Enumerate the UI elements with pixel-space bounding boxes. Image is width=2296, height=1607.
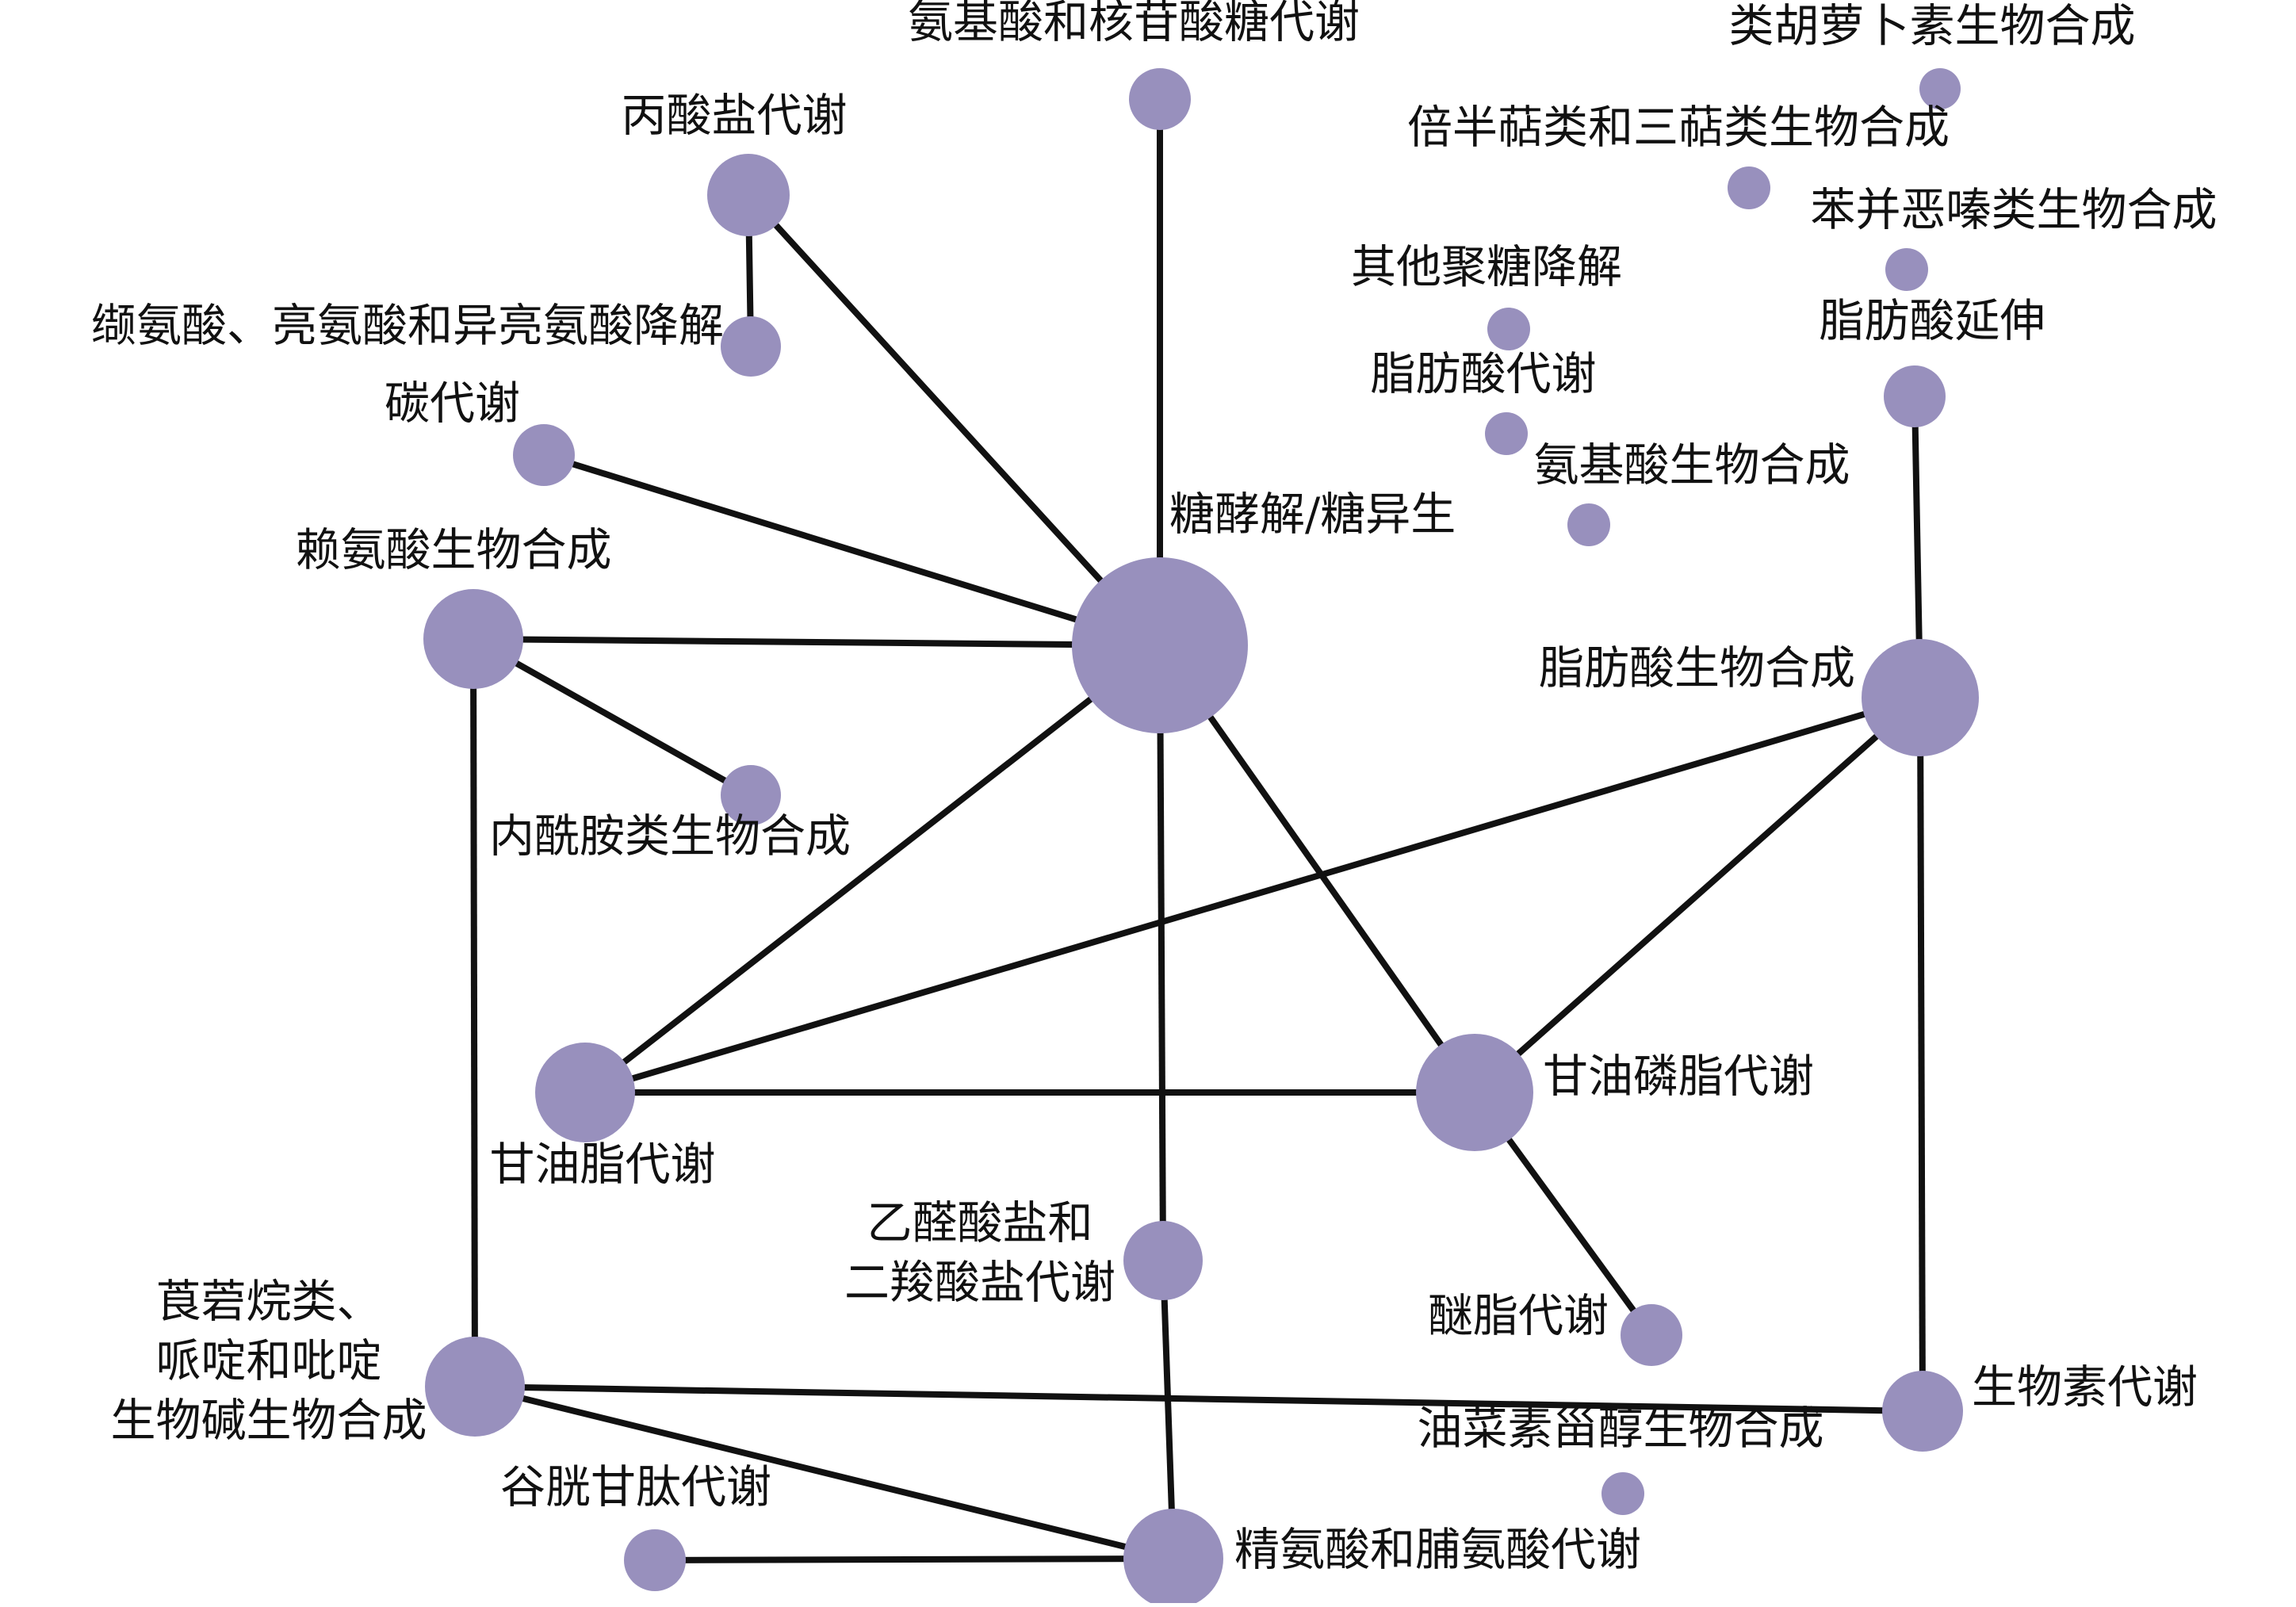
node-label-glycerolipid: 甘油脂代谢	[490, 1138, 716, 1191]
node-label-line: 氨基酸生物合成	[1534, 439, 1850, 492]
node-label-line: 苯并恶嗪类生物合成	[1811, 184, 2218, 236]
node-label-carbon: 碳代谢	[385, 377, 520, 430]
node-label-line: 生物碱生物合成	[111, 1395, 427, 1447]
node-label-line: 生物素代谢	[1972, 1361, 2198, 1414]
node-label-ether_lipid: 醚脂代谢	[1428, 1290, 1609, 1342]
edge-fa_bio-to-glycerolipid	[584, 694, 1922, 1096]
node-glycerophospholipid	[1416, 1034, 1533, 1151]
edge-lysine_bio-to-tropane	[470, 638, 478, 1387]
node-other_glycan	[1487, 308, 1530, 350]
node-aa_nucleotide_sugar	[1129, 68, 1191, 130]
edge-fa_bio-to-glycerophospholipid	[1472, 695, 1923, 1095]
node-carotenoid	[1919, 68, 1961, 109]
node-label-line: 醚脂代谢	[1428, 1290, 1609, 1342]
edge-propanoate-to-glycolysis	[746, 193, 1162, 648]
node-carbon	[513, 424, 575, 486]
node-label-line: 缬氨酸、亮氨酸和异亮氨酸降解	[91, 300, 724, 352]
node-label-glycolysis: 糖酵解/糖异生	[1169, 488, 1456, 541]
node-brassinosteroid	[1601, 1472, 1644, 1515]
node-label-glutathione: 谷胱甘肽代谢	[500, 1461, 771, 1513]
node-glyoxylate	[1123, 1221, 1203, 1300]
node-label-lysine_bio: 赖氨酸生物合成	[296, 524, 612, 576]
node-label-line: 油菜素甾醇生物合成	[1418, 1402, 1824, 1455]
node-label-line: 其他聚糖降解	[1351, 241, 1622, 293]
node-label-line: 氨基酸和核苷酸糖代谢	[908, 0, 1360, 48]
node-label-aa_nucleotide_sugar: 氨基酸和核苷酸糖代谢	[908, 0, 1360, 48]
node-fa_metab	[1485, 412, 1528, 455]
node-label-line: 二羧酸盐代谢	[844, 1257, 1115, 1309]
edge-carbon-to-glycolysis	[542, 452, 1161, 649]
node-aa_bio	[1567, 503, 1610, 546]
node-fa_bio	[1862, 639, 1979, 756]
node-label-brassinosteroid: 油菜素甾醇生物合成	[1418, 1402, 1824, 1455]
node-label-line: 类胡萝卜素生物合成	[1729, 0, 2136, 52]
node-label-fa_metab: 脂肪酸代谢	[1371, 348, 1597, 400]
node-label-line: 哌啶和吡啶	[156, 1335, 382, 1387]
node-label-arg_pro: 精氨酸和脯氨酸代谢	[1234, 1524, 1641, 1576]
node-label-tropane: 莨菪烷类、哌啶和吡啶生物碱生物合成	[111, 1276, 427, 1447]
node-glutathione	[624, 1529, 686, 1591]
node-label-line: 脂肪酸代谢	[1371, 348, 1597, 400]
node-label-line: 倍半萜类和三萜类生物合成	[1407, 101, 1950, 154]
node-label-other_glycan: 其他聚糖降解	[1351, 241, 1622, 293]
node-label-line: 碳代谢	[385, 377, 520, 430]
node-label-fa_bio: 脂肪酸生物合成	[1539, 642, 1855, 694]
node-caprolactam	[721, 765, 781, 825]
node-glycolysis	[1072, 557, 1248, 733]
node-label-biotin: 生物素代谢	[1972, 1361, 2198, 1414]
node-label-line: 脂肪酸延伸	[1820, 295, 2045, 347]
node-label-benzoxazinoid: 苯并恶嗪类生物合成	[1811, 184, 2218, 236]
node-label-line: 甘油脂代谢	[490, 1138, 716, 1191]
node-label-line: 内酰胺类生物合成	[489, 810, 851, 863]
edge-glycolysis-to-glycerolipid	[583, 642, 1162, 1096]
node-label-fa_elong: 脂肪酸延伸	[1820, 295, 2045, 347]
node-label-line: 丙酸盐代谢	[622, 90, 848, 142]
node-label-caprolactam: 内酰胺类生物合成	[489, 810, 851, 863]
node-label-aa_bio: 氨基酸生物合成	[1534, 439, 1850, 492]
node-sesquiterpenoid	[1728, 166, 1770, 209]
edge-tropane-to-arg_pro	[474, 1383, 1174, 1562]
node-label-glycerophospholipid: 甘油磷脂代谢	[1543, 1050, 1814, 1103]
node-label-line: 赖氨酸生物合成	[296, 524, 612, 576]
node-label-val_leu_ile_deg: 缬氨酸、亮氨酸和异亮氨酸降解	[91, 300, 724, 352]
node-propanoate	[707, 154, 790, 236]
node-benzoxazinoid	[1885, 248, 1928, 291]
edge-tropane-to-biotin	[474, 1383, 1923, 1414]
node-label-line: 谷胱甘肽代谢	[500, 1461, 771, 1513]
node-biotin	[1882, 1371, 1963, 1452]
edge-fa_bio-to-biotin	[1917, 697, 1926, 1412]
node-label-line: 甘油磷脂代谢	[1543, 1050, 1814, 1103]
node-lysine_bio	[423, 589, 523, 689]
node-ether_lipid	[1621, 1304, 1682, 1366]
node-label-line: 糖酵解/糖异生	[1169, 488, 1456, 541]
edge-glycolysis-to-glyoxylate	[1157, 645, 1166, 1261]
node-glycerolipid	[535, 1043, 635, 1142]
node-fa_elong	[1884, 365, 1946, 427]
node-label-propanoate: 丙酸盐代谢	[622, 90, 848, 142]
edge-glutathione-to-arg_pro	[654, 1555, 1174, 1563]
node-label-sesquiterpenoid: 倍半萜类和三萜类生物合成	[1407, 101, 1950, 154]
node-tropane	[425, 1337, 525, 1437]
edge-glycolysis-to-glycerophospholipid	[1157, 643, 1478, 1095]
node-arg_pro	[1123, 1509, 1223, 1607]
node-label-carotenoid: 类胡萝卜素生物合成	[1729, 0, 2136, 52]
labels-layer: 糖酵解/糖异生 氨基酸和核苷酸糖代谢丙酸盐代谢缬氨酸、亮氨酸和异亮氨酸降解碳代谢赖…	[91, 0, 2218, 1576]
node-label-line: 精氨酸和脯氨酸代谢	[1234, 1524, 1641, 1576]
edge-lysine_bio-to-caprolactam	[472, 636, 752, 798]
node-label-glyoxylate: 乙醛酸盐和二羧酸盐代谢	[844, 1197, 1115, 1309]
nodes-layer	[423, 68, 1979, 1607]
node-label-line: 脂肪酸生物合成	[1539, 642, 1855, 694]
edge-lysine_bio-to-glycolysis	[473, 636, 1161, 649]
edges-layer	[470, 99, 1926, 1563]
node-label-line: 莨菪烷类、	[156, 1276, 382, 1328]
node-val_leu_ile_deg	[721, 316, 781, 377]
node-label-line: 乙醛酸盐和	[867, 1197, 1093, 1249]
